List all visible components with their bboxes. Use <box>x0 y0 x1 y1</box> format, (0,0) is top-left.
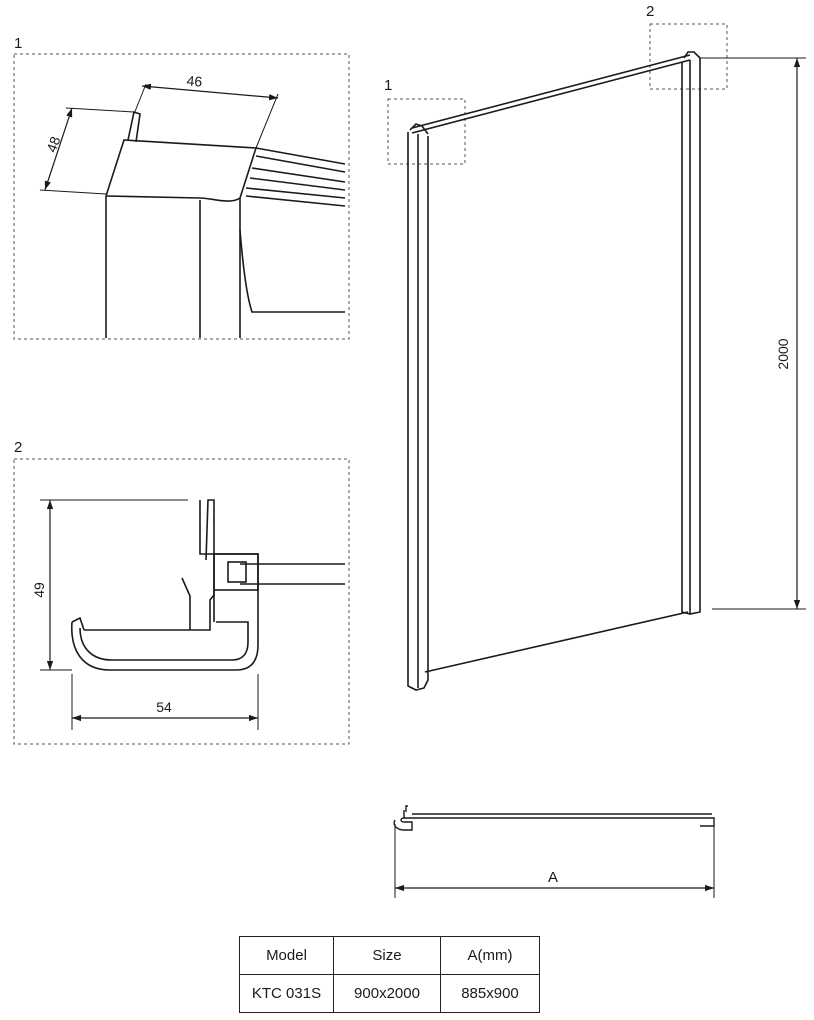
detail-2: 2 49 54 <box>13 439 350 745</box>
main-view: 1 2 2000 <box>384 3 806 691</box>
header-size: Size <box>333 936 441 975</box>
detail-2-profile-drawing <box>71 499 345 671</box>
detail-2-dimension-width: 54 <box>71 674 259 730</box>
height-dimension: 2000 <box>700 57 806 610</box>
detail-2-number: 2 <box>14 439 22 456</box>
detail-1-dimension-depth: 48 <box>39 107 135 195</box>
cell-size: 900x2000 <box>333 974 441 1013</box>
detail-2-width-label: 54 <box>156 699 172 715</box>
header-model: Model <box>239 936 334 975</box>
header-a-mm: A(mm) <box>440 936 540 975</box>
detail-1-number: 1 <box>14 35 22 52</box>
detail-2-frame <box>13 458 350 745</box>
detail-2-height-label: 49 <box>31 582 47 598</box>
callout-2-number: 2 <box>646 3 654 20</box>
height-label: 2000 <box>775 338 791 369</box>
plan-view: A <box>393 805 715 898</box>
plan-profile <box>393 805 715 831</box>
plan-width-label: A <box>548 869 558 886</box>
detail-1-frame <box>13 53 350 340</box>
detail-1-depth-label: 48 <box>43 134 63 154</box>
spec-table: Model Size A(mm) KTC 031S 900x2000 885x9… <box>239 936 540 1013</box>
plan-width-dimension: A <box>394 824 715 898</box>
spec-table-row: KTC 031S 900x2000 885x900 <box>239 974 540 1013</box>
detail-2-dimension-height: 49 <box>31 499 188 671</box>
cell-model: KTC 031S <box>239 974 334 1013</box>
cell-a-mm: 885x900 <box>440 974 540 1013</box>
callout-1-number: 1 <box>384 77 392 94</box>
callout-2-box <box>649 23 728 90</box>
callout-1-box <box>387 98 466 165</box>
detail-1-width-label: 46 <box>186 72 203 89</box>
spec-table-header-row: Model Size A(mm) <box>239 936 540 975</box>
glass-panel <box>407 51 701 691</box>
detail-1-profile-drawing <box>105 110 346 338</box>
detail-1-dimension-width: 46 <box>133 72 279 149</box>
detail-1: 1 46 <box>13 35 350 340</box>
